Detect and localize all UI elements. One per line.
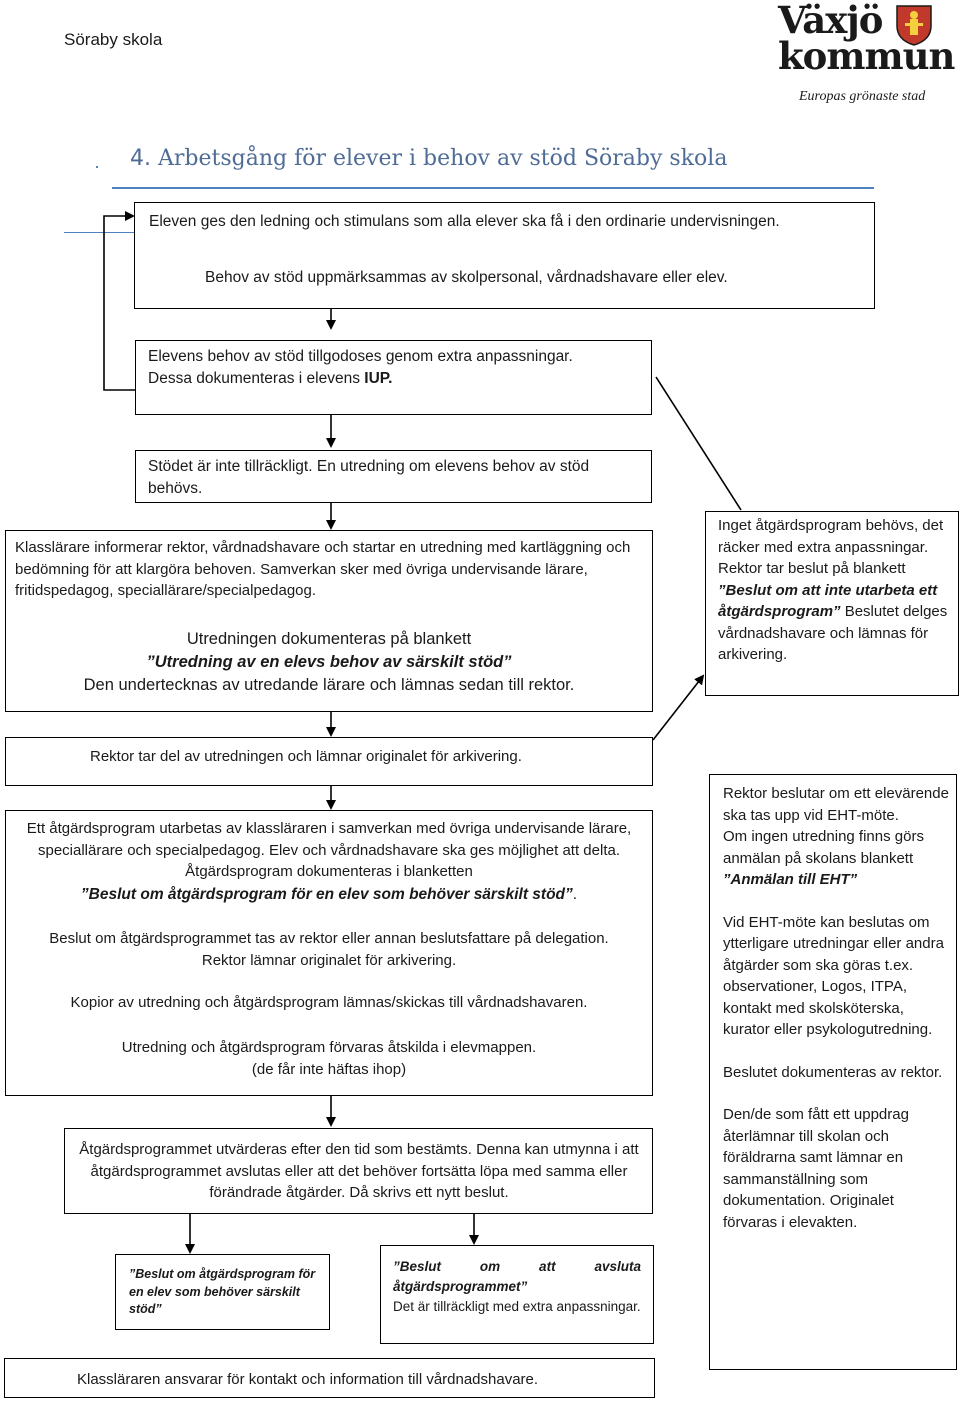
box5-text: Inget åtgärdsprogram behövs, det räcker … bbox=[718, 517, 948, 663]
box7-form: ”Beslut om åtgärdsprogram för en elev so… bbox=[80, 886, 578, 903]
diag-arrow-lower bbox=[652, 674, 705, 741]
box-end-action-program: ”Beslut om att avsluta åtgärdsprogrammet… bbox=[380, 1245, 654, 1344]
box-new-decision-form: ”Beslut om åtgärdsprogram för en elev so… bbox=[115, 1254, 330, 1330]
section-title: Arbetsgång för elever i behov av stöd Sö… bbox=[158, 146, 728, 171]
box8-text: Rektor beslutar om ett elevärende ska ta… bbox=[723, 785, 949, 1231]
box-extra-adjustments: Elevens behov av stöd tillgodoses genom … bbox=[135, 340, 652, 415]
box4-para1: Klasslärare informerar rektor, vårdnadsh… bbox=[15, 539, 631, 599]
box7-para1: Ett åtgärdsprogram utarbetas av klasslär… bbox=[26, 820, 632, 880]
box-evaluation: Åtgärdsprogrammet utvärderas efter den t… bbox=[64, 1128, 653, 1214]
heading-rule bbox=[112, 187, 874, 189]
box1-line1: Eleven ges den ledning och stimulans som… bbox=[149, 213, 780, 230]
box11-text: ”Beslut om att avsluta åtgärdsprogrammet… bbox=[393, 1259, 641, 1314]
box-principal-review: Rektor tar del av utredningen och lämnar… bbox=[5, 737, 653, 786]
box2-line1: Elevens behov av stöd tillgodoses genom … bbox=[148, 348, 573, 365]
box4-form-block: Utredningen dokumenteras på blankett ”Ut… bbox=[83, 630, 575, 694]
logo-wordmark: Växjö kommun bbox=[778, 0, 955, 78]
box2-line2: Dessa dokumenteras i elevens IUP. bbox=[148, 370, 393, 387]
box-action-program: Ett åtgärdsprogram utarbetas av klasslär… bbox=[5, 810, 653, 1096]
page-title: 4. Arbetsgång för elever i behov av stöd… bbox=[130, 146, 727, 171]
box7-para5: Kopior av utredning och åtgärdsprogram l… bbox=[70, 994, 588, 1011]
section-number: 4. bbox=[130, 146, 151, 171]
logo-tagline: Europas grönaste stad bbox=[799, 89, 926, 104]
box-no-action-program: Inget åtgärdsprogram behövs, det räcker … bbox=[705, 511, 959, 696]
box12-text: Klassläraren ansvarar för kontakt och in… bbox=[77, 1371, 539, 1388]
box9-text: Åtgärdsprogrammet utvärderas efter den t… bbox=[79, 1141, 639, 1201]
loop-arrow bbox=[103, 211, 135, 391]
box10-text: ”Beslut om åtgärdsprogram för en elev so… bbox=[129, 1267, 316, 1316]
box7-para3: Beslut om åtgärdsprogrammet tas av rekto… bbox=[49, 930, 609, 969]
box-support-insufficient: Stödet är inte tillräckligt. En utrednin… bbox=[135, 450, 652, 503]
margin-line bbox=[64, 232, 134, 233]
box1-line2: Behov av stöd uppmärksammas av skolperso… bbox=[205, 269, 728, 286]
box-investigation: Klasslärare informerar rektor, vårdnadsh… bbox=[5, 530, 653, 712]
diag-line-upper bbox=[655, 376, 742, 511]
vaxjo-kommun-logo: Växjö kommun Europas grönaste stad bbox=[778, 2, 956, 110]
box3-text: Stödet är inte tillräckligt. En utrednin… bbox=[148, 458, 590, 497]
box7-para6: Utredning och åtgärdsprogram förvaras åt… bbox=[121, 1039, 537, 1078]
box-ordinary-teaching: Eleven ges den ledning och stimulans som… bbox=[134, 202, 875, 309]
coat-of-arms-icon bbox=[896, 5, 932, 46]
box-teacher-responsibility: Klassläraren ansvarar för kontakt och in… bbox=[4, 1358, 655, 1398]
school-name: Söraby skola bbox=[64, 30, 163, 49]
box6-text: Rektor tar del av utredningen och lämnar… bbox=[90, 748, 522, 765]
heading-dot bbox=[96, 166, 98, 168]
box-eht-meeting: Rektor beslutar om ett elevärende ska ta… bbox=[709, 774, 957, 1370]
